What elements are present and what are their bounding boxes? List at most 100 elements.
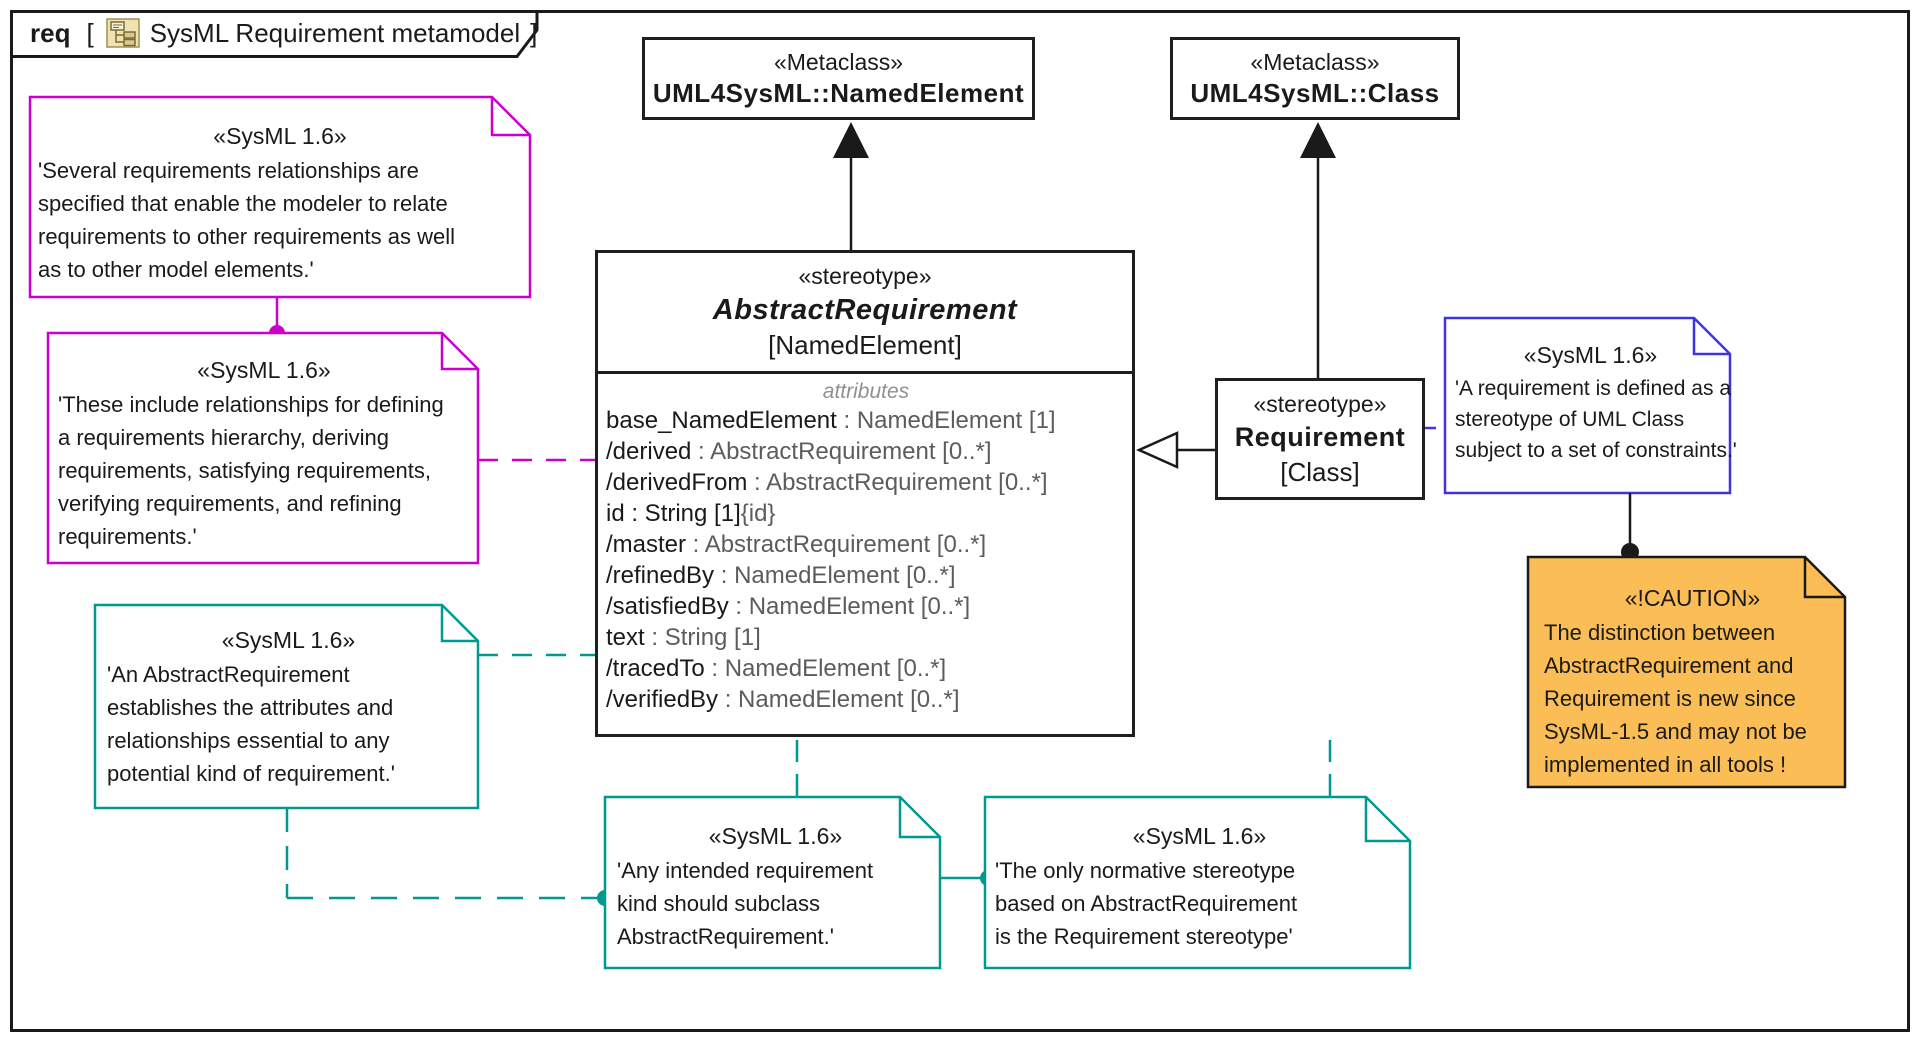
note-stereotype: «SysML 1.6» — [221, 627, 356, 653]
note-stereotype: «SysML 1.6» — [708, 823, 843, 849]
note-body-line: 'The only normative stereotype — [995, 858, 1296, 883]
attribute-type: {id} — [740, 500, 776, 527]
attribute-type: : NamedElement [1] — [836, 407, 1056, 434]
note-stereotype: «SysML 1.6» — [1132, 823, 1267, 849]
metaclass-box-namedelement[interactable]: «Metaclass» UML4SysML::NamedElement — [642, 37, 1035, 120]
note-shape-subclass-guideline[interactable] — [603, 795, 942, 970]
close-bracket: ] — [530, 17, 538, 48]
note-relationships-list[interactable]: «SysML 1.6» 'These include relationships… — [48, 333, 478, 563]
note-body-line: The distinction between — [1544, 620, 1776, 645]
note-fold-icon — [1692, 318, 1730, 356]
attribute-type: : NamedElement [0..*] — [714, 562, 956, 589]
note-body: 'An AbstractRequirement establishes the a… — [107, 658, 470, 790]
note-body-line: relationships essential to any — [107, 728, 390, 753]
note-body-line: AbstractRequirement and — [1544, 653, 1794, 678]
note-body-line: a requirements hierarchy, deriving — [58, 425, 389, 450]
class-name: AbstractRequirement — [712, 294, 1018, 326]
attribute-type: : NamedElement [0..*] — [704, 655, 947, 682]
extension-arrow-requirement-class[interactable] — [1300, 122, 1336, 380]
attribute-row: /derivedFrom : AbstractRequirement [0..*… — [606, 467, 1126, 498]
open-bracket: [ — [86, 17, 94, 48]
note-shape-relationships-intro[interactable] — [28, 95, 532, 299]
filled-triangle-arrowhead — [1300, 122, 1336, 158]
note-body-line: 'An AbstractRequirement — [107, 662, 350, 687]
note-requirement-def[interactable]: «SysML 1.6» 'A requirement is defined as… — [1445, 318, 1737, 493]
stereotype-box-abstractrequirement[interactable]: «stereotype» AbstractRequirement [NamedE… — [595, 250, 1135, 737]
diagram-header-tab — [10, 10, 539, 58]
hollow-triangle-arrowhead — [1135, 431, 1179, 469]
attribute-name: /derivedFrom — [606, 469, 748, 496]
attribute-name: id : String [1] — [606, 500, 741, 527]
note-stereotype: «SysML 1.6» — [1523, 342, 1658, 368]
note-stereotype: «SysML 1.6» — [213, 123, 347, 149]
note-fold-icon — [1803, 557, 1845, 599]
attribute-row: /tracedTo : NamedElement [0..*] — [606, 653, 1126, 684]
class-header-compartment: «stereotype» AbstractRequirement [NamedE… — [598, 253, 1132, 374]
note-body-line: 'These include relationships for definin… — [58, 392, 444, 417]
note-body-line: requirements to other requirements as we… — [38, 224, 455, 249]
stereotype-keyword: «stereotype» — [798, 263, 932, 289]
attribute-row: /derived : AbstractRequirement [0..*] — [606, 436, 1126, 467]
note-fold-icon — [490, 97, 530, 137]
note-body-line: stereotype of UML Class — [1455, 408, 1685, 431]
note-shape-abstract-requirement-def[interactable] — [93, 603, 480, 810]
attribute-name: /derived — [606, 438, 692, 465]
attribute-type: : AbstractRequirement [0..*] — [686, 531, 987, 558]
note-shape-normative-stereotype[interactable] — [983, 795, 1412, 970]
note-stereotype: «!CAUTION» — [1624, 585, 1761, 611]
note-abstract-requirement-def[interactable]: «SysML 1.6» 'An AbstractRequirement estab… — [95, 605, 478, 808]
attribute-row: base_NamedElement : NamedElement [1] — [606, 405, 1126, 436]
note-body: 'A requirement is defined as a stereotype… — [1455, 373, 1737, 466]
note-body-line: establishes the attributes and — [107, 695, 394, 720]
note-shape-relationships-list[interactable] — [46, 331, 480, 565]
note-normative-stereotype[interactable]: «SysML 1.6» 'The only normative stereoty… — [985, 797, 1410, 968]
attribute-type: : NamedElement [0..*] — [728, 593, 971, 620]
attributes-compartment: attributes base_NamedElement : NamedElem… — [598, 374, 1132, 715]
diagram-kind-label: req — [30, 17, 71, 48]
class-extended-metaclass: [NamedElement] — [768, 330, 962, 360]
note-body-line: requirements, satisfying requirements, — [58, 458, 431, 483]
metaclass-stereotype: «Metaclass» — [773, 49, 904, 75]
attribute-row: text : String [1] — [606, 622, 1126, 653]
note-stereotype: «SysML 1.6» — [197, 357, 331, 383]
note-body: 'These include relationships for definin… — [58, 388, 470, 553]
note-fold-icon — [1364, 797, 1410, 843]
requirement-diagram-icon — [105, 18, 140, 48]
stereotype-keyword: «stereotype» — [1253, 390, 1387, 417]
note-body-line: as to other model elements.' — [38, 257, 314, 282]
attribute-name: /tracedTo — [606, 655, 705, 682]
attribute-name: /satisfiedBy — [606, 593, 729, 620]
extension-arrow-abstractrequirement-namedelement[interactable] — [833, 122, 869, 253]
note-body-line: kind should subclass — [617, 891, 821, 916]
metaclass-name: UML4SysML::NamedElement — [652, 78, 1025, 108]
note-relationships-intro[interactable]: «SysML 1.6» 'Several requirements relati… — [30, 97, 530, 297]
attribute-type: : String [1] — [644, 624, 761, 651]
note-shape-caution[interactable] — [1526, 555, 1847, 789]
attribute-row: /refinedBy : NamedElement [0..*] — [606, 560, 1126, 591]
metaclass-name: UML4SysML::Class — [1190, 78, 1440, 108]
attribute-type: : AbstractRequirement [0..*] — [747, 469, 1048, 496]
attribute-row: id : String [1]{id} — [606, 498, 1126, 529]
attribute-name: /refinedBy — [606, 562, 715, 589]
note-shape-requirement-def[interactable] — [1443, 316, 1732, 495]
note-body-line: based on AbstractRequirement — [995, 891, 1298, 916]
note-body-line: 'A requirement is defined as a — [1455, 377, 1732, 400]
attribute-name: /verifiedBy — [606, 686, 719, 713]
attribute-type: : AbstractRequirement [0..*] — [691, 438, 992, 465]
note-body-line: AbstractRequirement.' — [617, 924, 834, 949]
note-fold-icon — [440, 333, 478, 371]
metaclass-stereotype: «Metaclass» — [1250, 49, 1380, 75]
note-body-line: SysML-1.5 and may not be — [1544, 719, 1807, 744]
generalization-requirement-abstractrequirement[interactable] — [1135, 431, 1216, 469]
stereotype-box-requirement[interactable]: «stereotype» Requirement [Class] — [1215, 378, 1425, 500]
diagram-header: req [ SysML Requirement metamodel ] — [30, 14, 537, 52]
metaclass-box-class[interactable]: «Metaclass» UML4SysML::Class — [1170, 37, 1460, 120]
note-body-line: is the Requirement stereotype' — [995, 924, 1293, 949]
attribute-row: /master : AbstractRequirement [0..*] — [606, 529, 1126, 560]
